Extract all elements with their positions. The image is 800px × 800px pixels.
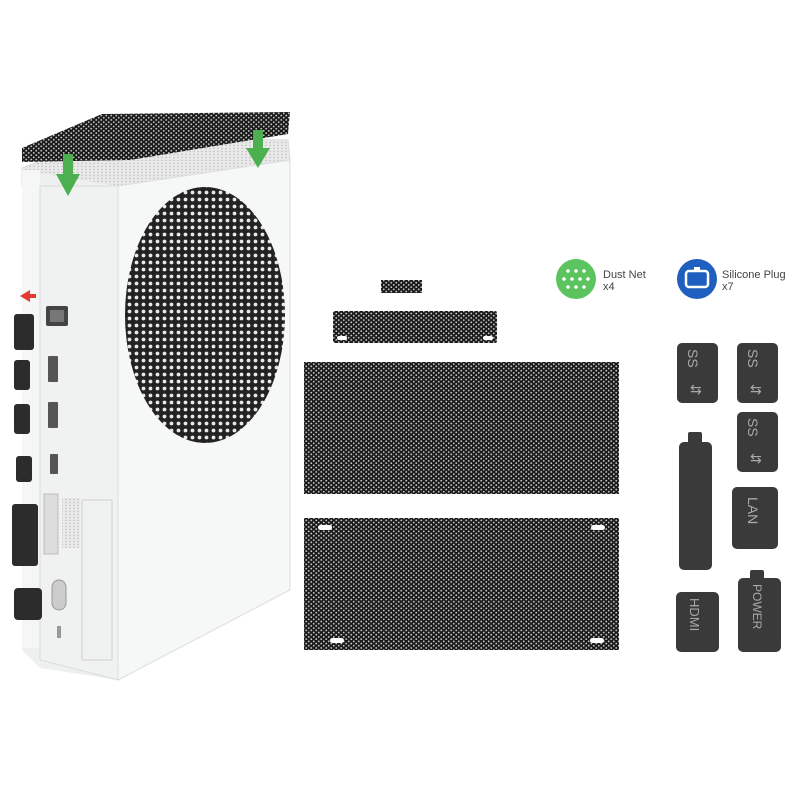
dust-net-large (304, 362, 619, 494)
svg-text:SS: SS (685, 349, 701, 368)
plug-usb: SS ⇆ (737, 412, 778, 472)
plug-usb: SS ⇆ (677, 343, 718, 403)
silicone-plug-legend-icon (677, 259, 717, 299)
plug-hdmi: HDMI (676, 592, 719, 652)
green-arrow-icon (56, 154, 80, 196)
dust-net-large (304, 518, 619, 650)
plug-usb: SS ⇆ (737, 343, 778, 403)
svg-text:SS: SS (745, 349, 761, 368)
plug-hdmi-long (679, 432, 712, 570)
red-arrow-icon (20, 290, 36, 302)
dust-net-strip (333, 311, 497, 343)
dust-net-count: x4 (603, 281, 615, 293)
plug-power: POWER (738, 570, 781, 652)
silicone-plug-legend: Silicone Plug x7 (722, 269, 786, 293)
silicone-plug-count: x7 (722, 281, 734, 293)
usb-port (48, 402, 58, 428)
dust-net-legend-icon (556, 259, 596, 299)
green-arrow-icon (246, 130, 270, 168)
dust-net-small (381, 280, 422, 293)
plug-lan: LAN (732, 487, 778, 549)
hdmi-port (50, 454, 58, 474)
vent-grille (125, 187, 285, 443)
silicone-plug-label: Silicone Plug (722, 269, 786, 281)
svg-text:⇆: ⇆ (750, 381, 762, 397)
svg-text:⇆: ⇆ (690, 381, 702, 397)
top-dust-net (22, 112, 290, 196)
svg-text:POWER: POWER (750, 584, 764, 630)
usb-port (48, 356, 58, 382)
console (12, 137, 291, 681)
svg-text:LAN: LAN (745, 497, 761, 524)
svg-text:⇆: ⇆ (750, 450, 762, 466)
svg-text:HDMI: HDMI (687, 598, 702, 631)
dust-net-legend: Dust Net x4 (603, 269, 646, 293)
dust-net-label: Dust Net (603, 269, 646, 281)
power-port (51, 579, 67, 611)
svg-text:SS: SS (745, 418, 761, 437)
